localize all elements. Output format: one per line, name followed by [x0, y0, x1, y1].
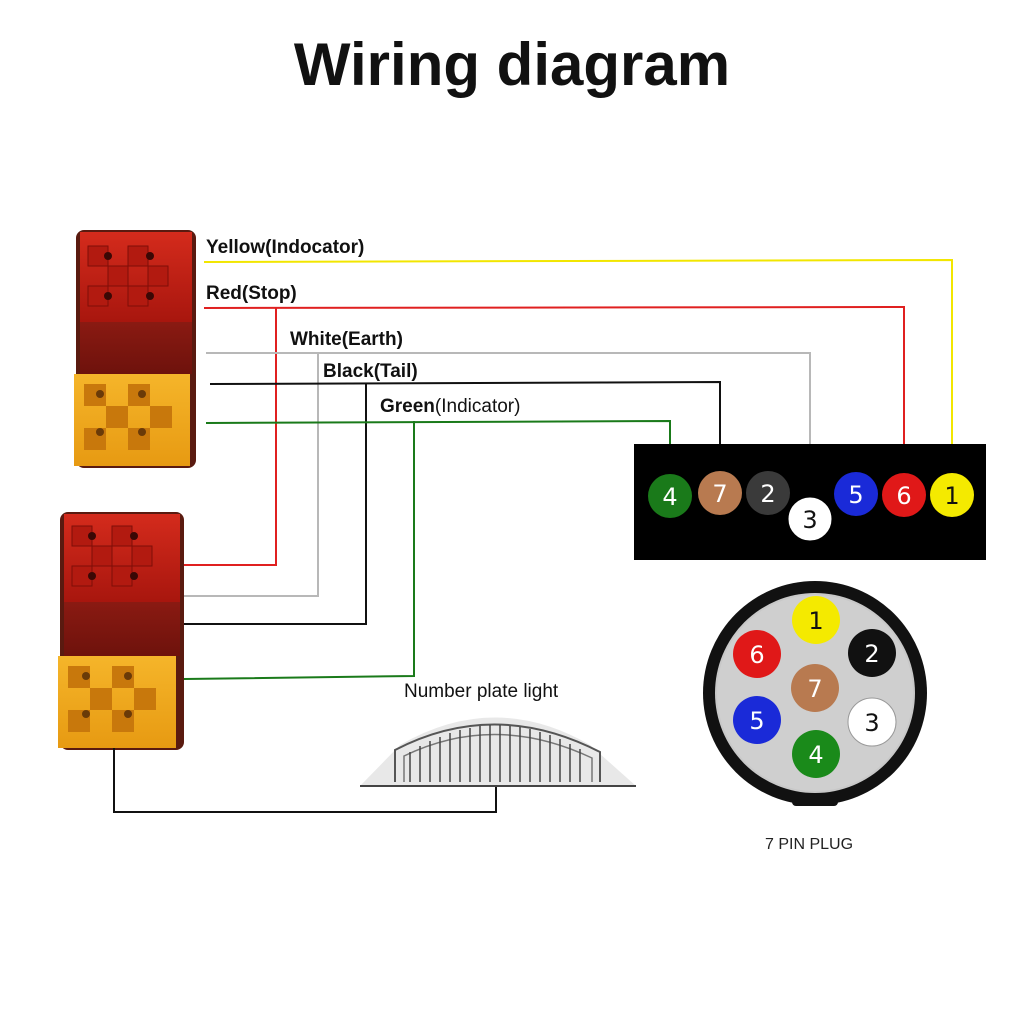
plug-pin-6: 6 — [733, 630, 781, 678]
pin-circle — [848, 629, 896, 677]
tail-lamp-bottom — [58, 512, 184, 750]
pin-number: 4 — [662, 483, 677, 511]
connector-pin-5: 5 — [834, 472, 878, 516]
pin-number: 7 — [712, 480, 727, 508]
pin-circle — [792, 596, 840, 644]
number-plate-light — [360, 717, 636, 787]
label-green-function: (Indicator) — [435, 396, 521, 417]
pin-circle — [648, 474, 692, 518]
pin-circle — [834, 472, 878, 516]
pin-circle — [787, 496, 833, 542]
pin-circle — [792, 730, 840, 778]
wire-number-plate — [113, 748, 497, 813]
pin-circle — [847, 697, 897, 747]
connector-pin-7: 7 — [698, 471, 742, 515]
connector-pin-3: 3 — [787, 496, 833, 542]
plug-pin-4: 4 — [792, 730, 840, 778]
pin-number: 4 — [808, 741, 823, 769]
plug-label: 7 PIN PLUG — [765, 836, 853, 853]
connector-block: 4 7 2 3 5 6 1 — [634, 444, 986, 560]
wire-white-branch — [184, 353, 319, 597]
pin-number: 2 — [760, 480, 775, 508]
tail-lamp-top — [74, 230, 196, 468]
pin-number: 5 — [848, 481, 863, 509]
label-red: Red(Stop) — [206, 283, 297, 304]
wire-red — [203, 305, 905, 472]
pin-number: 6 — [749, 641, 764, 669]
label-yellow: Yellow(Indocator) — [206, 237, 364, 258]
plug-pin-1: 1 — [792, 596, 840, 644]
pin-circle — [746, 471, 790, 515]
pin-circle — [930, 473, 974, 517]
pin-circle — [733, 696, 781, 744]
plug-pin-3: 3 — [847, 697, 897, 747]
pin-number: 1 — [944, 482, 959, 510]
number-plate-label: Number plate light — [404, 681, 559, 702]
wire-green-branch — [183, 421, 415, 680]
pin-number: 7 — [807, 675, 822, 703]
pin-number: 3 — [802, 506, 817, 534]
connector-pin-4: 4 — [648, 474, 692, 518]
pin-number: 6 — [896, 482, 911, 510]
label-green-color: Green — [380, 396, 435, 417]
connector-pin-6: 6 — [882, 473, 926, 517]
wire-yellow — [203, 258, 953, 472]
pin-circle — [733, 630, 781, 678]
plug-pin-7: 7 — [791, 664, 839, 712]
pin-number: 1 — [808, 607, 823, 635]
pin-circle — [698, 471, 742, 515]
seven-pin-plug: 1 2 3 4 5 6 7 — [703, 581, 927, 806]
pin-circle — [791, 664, 839, 712]
label-white: White(Earth) — [290, 329, 403, 350]
pin-number: 5 — [749, 707, 764, 735]
wire-black-branch — [184, 384, 367, 625]
page-title: Wiring diagram — [293, 31, 731, 98]
pin-circle — [882, 473, 926, 517]
connector-pin-1: 1 — [930, 473, 974, 517]
wire-red-branch — [184, 308, 277, 566]
pin-number: 3 — [864, 709, 879, 737]
connector-pin-2: 2 — [746, 471, 790, 515]
label-green: Green(Indicator) — [380, 396, 520, 417]
pin-number: 2 — [864, 640, 879, 668]
plug-pin-5: 5 — [733, 696, 781, 744]
label-black: Black(Tail) — [323, 361, 418, 382]
wire-black — [209, 380, 721, 444]
plug-pin-2: 2 — [848, 629, 896, 677]
